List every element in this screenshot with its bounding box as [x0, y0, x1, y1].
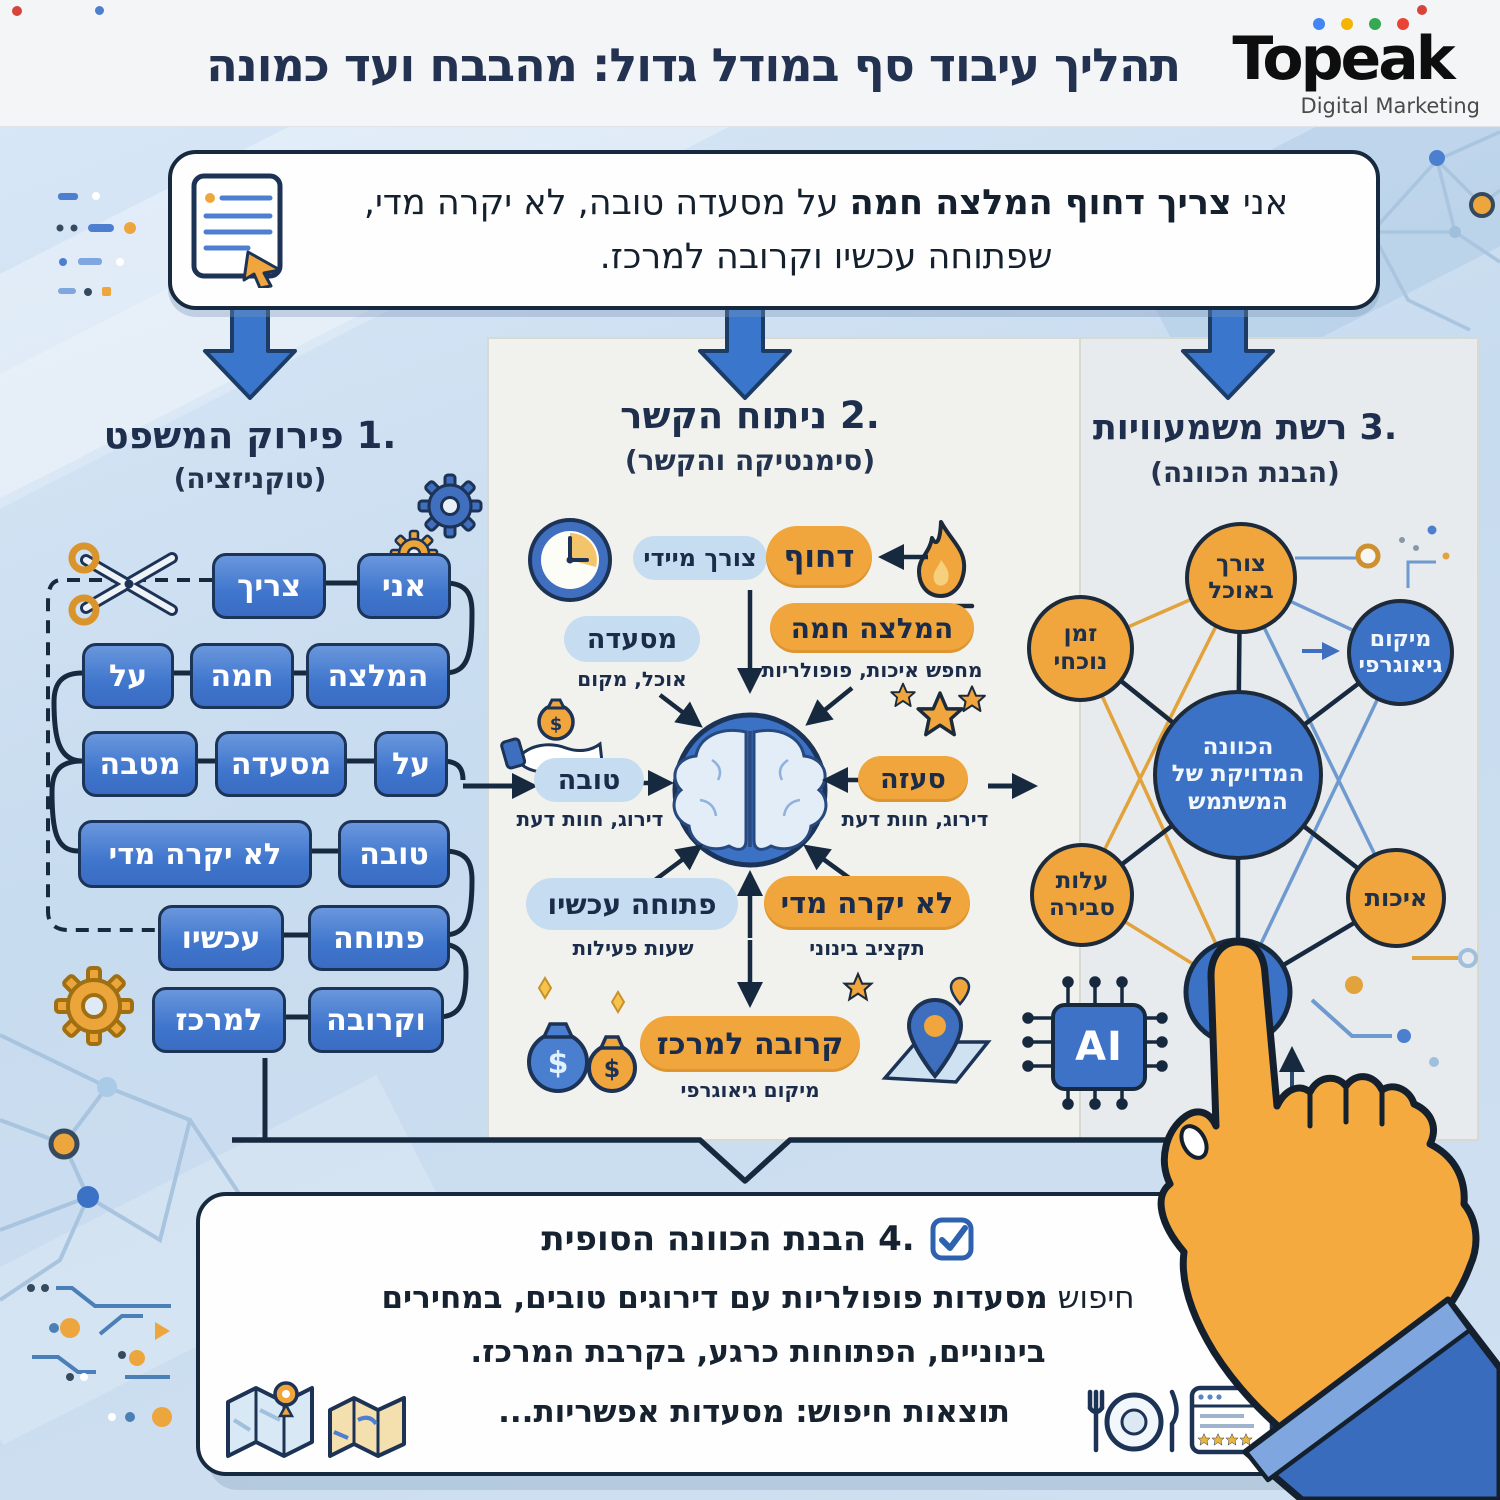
final-intent-box: 4. הבנת הכוונה הסופית חיפוש מסעדות פופול… [196, 1192, 1320, 1476]
flow-down-arrows [203, 304, 1275, 400]
topeak-logo: Topeak Digital Marketing [1195, 10, 1490, 118]
svg-text:$: $ [550, 714, 563, 735]
node-current-time: זמן נוכחי [1027, 595, 1134, 702]
svg-text:$: $ [604, 1055, 621, 1083]
caption-near-center: מיקום גיאוגרפי [680, 1078, 820, 1102]
token-box: מסעדה [215, 731, 347, 797]
caption-hot-recommendation: מחפש איכות, פופולריות [761, 658, 983, 682]
pill-restaurant: מסעדה [564, 616, 700, 662]
token-box: מטבה [82, 731, 198, 797]
circuit-decoration-bottomleft [32, 1286, 171, 1379]
pill-hot-recommendation: המלצה חמה [770, 603, 974, 653]
logo-dot-yellow [1341, 18, 1353, 30]
document-icon [191, 173, 283, 288]
checkbox-icon [930, 1217, 974, 1261]
scissors-icon [68, 542, 178, 626]
final-intent-title: 4. הבנת הכוונה הסופית [541, 1219, 915, 1259]
caption-not-too-expensive: תקציב בינוני [809, 936, 925, 960]
knuckle-lines [1307, 1083, 1385, 1129]
token-box: עכשיו [158, 905, 284, 971]
section-3-subtitle: (הבנת הכוונה) [1150, 456, 1340, 489]
header-strip [0, 0, 1500, 127]
pill-immediate-need: צורך מיידי [633, 536, 767, 580]
thumb-nail [1179, 1124, 1209, 1160]
final-intent-title-row: 4. הבנת הכוונה הסופית [200, 1216, 1316, 1262]
funnel-band [232, 1137, 1246, 1184]
pill-open-now: פתוחה עכשיו [526, 878, 738, 930]
section-2-subtitle: (סימנטיקה והקשר) [624, 444, 876, 477]
brand-name: Topeak [1232, 24, 1455, 94]
corner-dot [95, 6, 104, 15]
pill-urgent: דחוף [766, 526, 872, 588]
corner-dot [1417, 5, 1427, 15]
section-1-title: 1. פירוק המשפט [103, 414, 397, 457]
final-intent-line-2: בינוניים, הפתוחות כרגע, בקרבת המרכז. [470, 1334, 1046, 1370]
section-1-subtitle: (טוקניזציה) [173, 462, 327, 495]
query-text: אני צריך דחוף המלצה חמה על מסעדה טובה, ל… [302, 164, 1350, 298]
brand-subtitle: Digital Marketing [1300, 94, 1480, 118]
token-box: על [374, 731, 448, 797]
node-fair-cost: עלות סבירה [1030, 843, 1134, 947]
query-line-2: שפתוחה עכשיו וקרובה למרכז. [599, 237, 1053, 277]
token-box: וקרובה [308, 987, 444, 1053]
token-box: על [82, 643, 174, 709]
token-box: חמה [190, 643, 294, 709]
stars-icon [890, 682, 986, 737]
caption-restaurant: אוכל, מקום [577, 667, 687, 691]
pill-near-center: קרובה למרכז [640, 1016, 860, 1072]
caption-good: דירוג, חוות דעת [516, 807, 664, 831]
pill-not-too-expensive: לא יקרה מדי [764, 876, 970, 930]
gear-icon [417, 473, 483, 539]
svg-text:$: $ [548, 1046, 569, 1081]
circuit-decoration-network [1295, 525, 1478, 1067]
sleeve-cuff [1243, 1297, 1473, 1483]
token-box: המלצה [306, 643, 450, 709]
caption-saza: דירוג, חוות דעת [841, 807, 989, 831]
cutlery-icon [1087, 1389, 1179, 1453]
section-3-title: 3. רשת משמעוויות [1092, 408, 1398, 448]
query-bubble: אני צריך דחוף המלצה חמה על מסעדה טובה, ל… [168, 150, 1380, 310]
hand-shape [1157, 938, 1480, 1456]
page-title: תהליך עיבוד סף במודל גדול: מהבבח ועד כמו… [206, 38, 1181, 92]
caption-open-now: שעות פעילות [572, 936, 694, 960]
section-2-title: 2. ניתוח הקשר [620, 394, 880, 437]
token-box: טובה [338, 820, 450, 888]
token-box: צריך [212, 553, 326, 619]
node-quality: איכות [1346, 848, 1446, 948]
token-box: אני [357, 553, 451, 619]
ai-chip: AI [1051, 1003, 1147, 1091]
map-icon [328, 1396, 406, 1458]
clock-icon [528, 518, 612, 602]
money-bags-icon: $ $ [527, 976, 637, 1093]
map-pin-icon [841, 971, 992, 1084]
search-results-text: תוצאות חיפוש: מסעדות אפשריות... [498, 1394, 1010, 1430]
token-connectors [49, 580, 475, 1142]
query-line-1: אני צריך דחוף המלצה חמה על מסעדה טובה, ל… [363, 183, 1289, 224]
cut-line [46, 578, 212, 932]
logo-dot-blue [1313, 18, 1325, 30]
node-geo-location: מיקום גיאוגרפי [1347, 599, 1454, 706]
pill-good: טובה [534, 758, 644, 802]
node-user-intent: הכוונה המדויקת של המשתמש [1153, 690, 1323, 860]
pill-saza: סעזה [858, 756, 968, 802]
circuit-decoration-left [56, 192, 136, 296]
gear-icon [54, 966, 134, 1046]
semantic-arrows [634, 590, 862, 1008]
token-box: לא יקרה מדי [78, 820, 312, 888]
token-box: למרכז [152, 987, 286, 1053]
token-box: פתוחה [308, 905, 450, 971]
map-icon [226, 1381, 314, 1458]
corner-dot [12, 6, 22, 16]
logo-dot-green [1369, 18, 1381, 30]
logo-dot-red [1397, 18, 1409, 30]
final-intent-line-1: חיפוש מסעדות פופולריות עם דירוגים טובים,… [381, 1280, 1135, 1316]
node-food-need: צורך באוכל [1185, 522, 1297, 634]
